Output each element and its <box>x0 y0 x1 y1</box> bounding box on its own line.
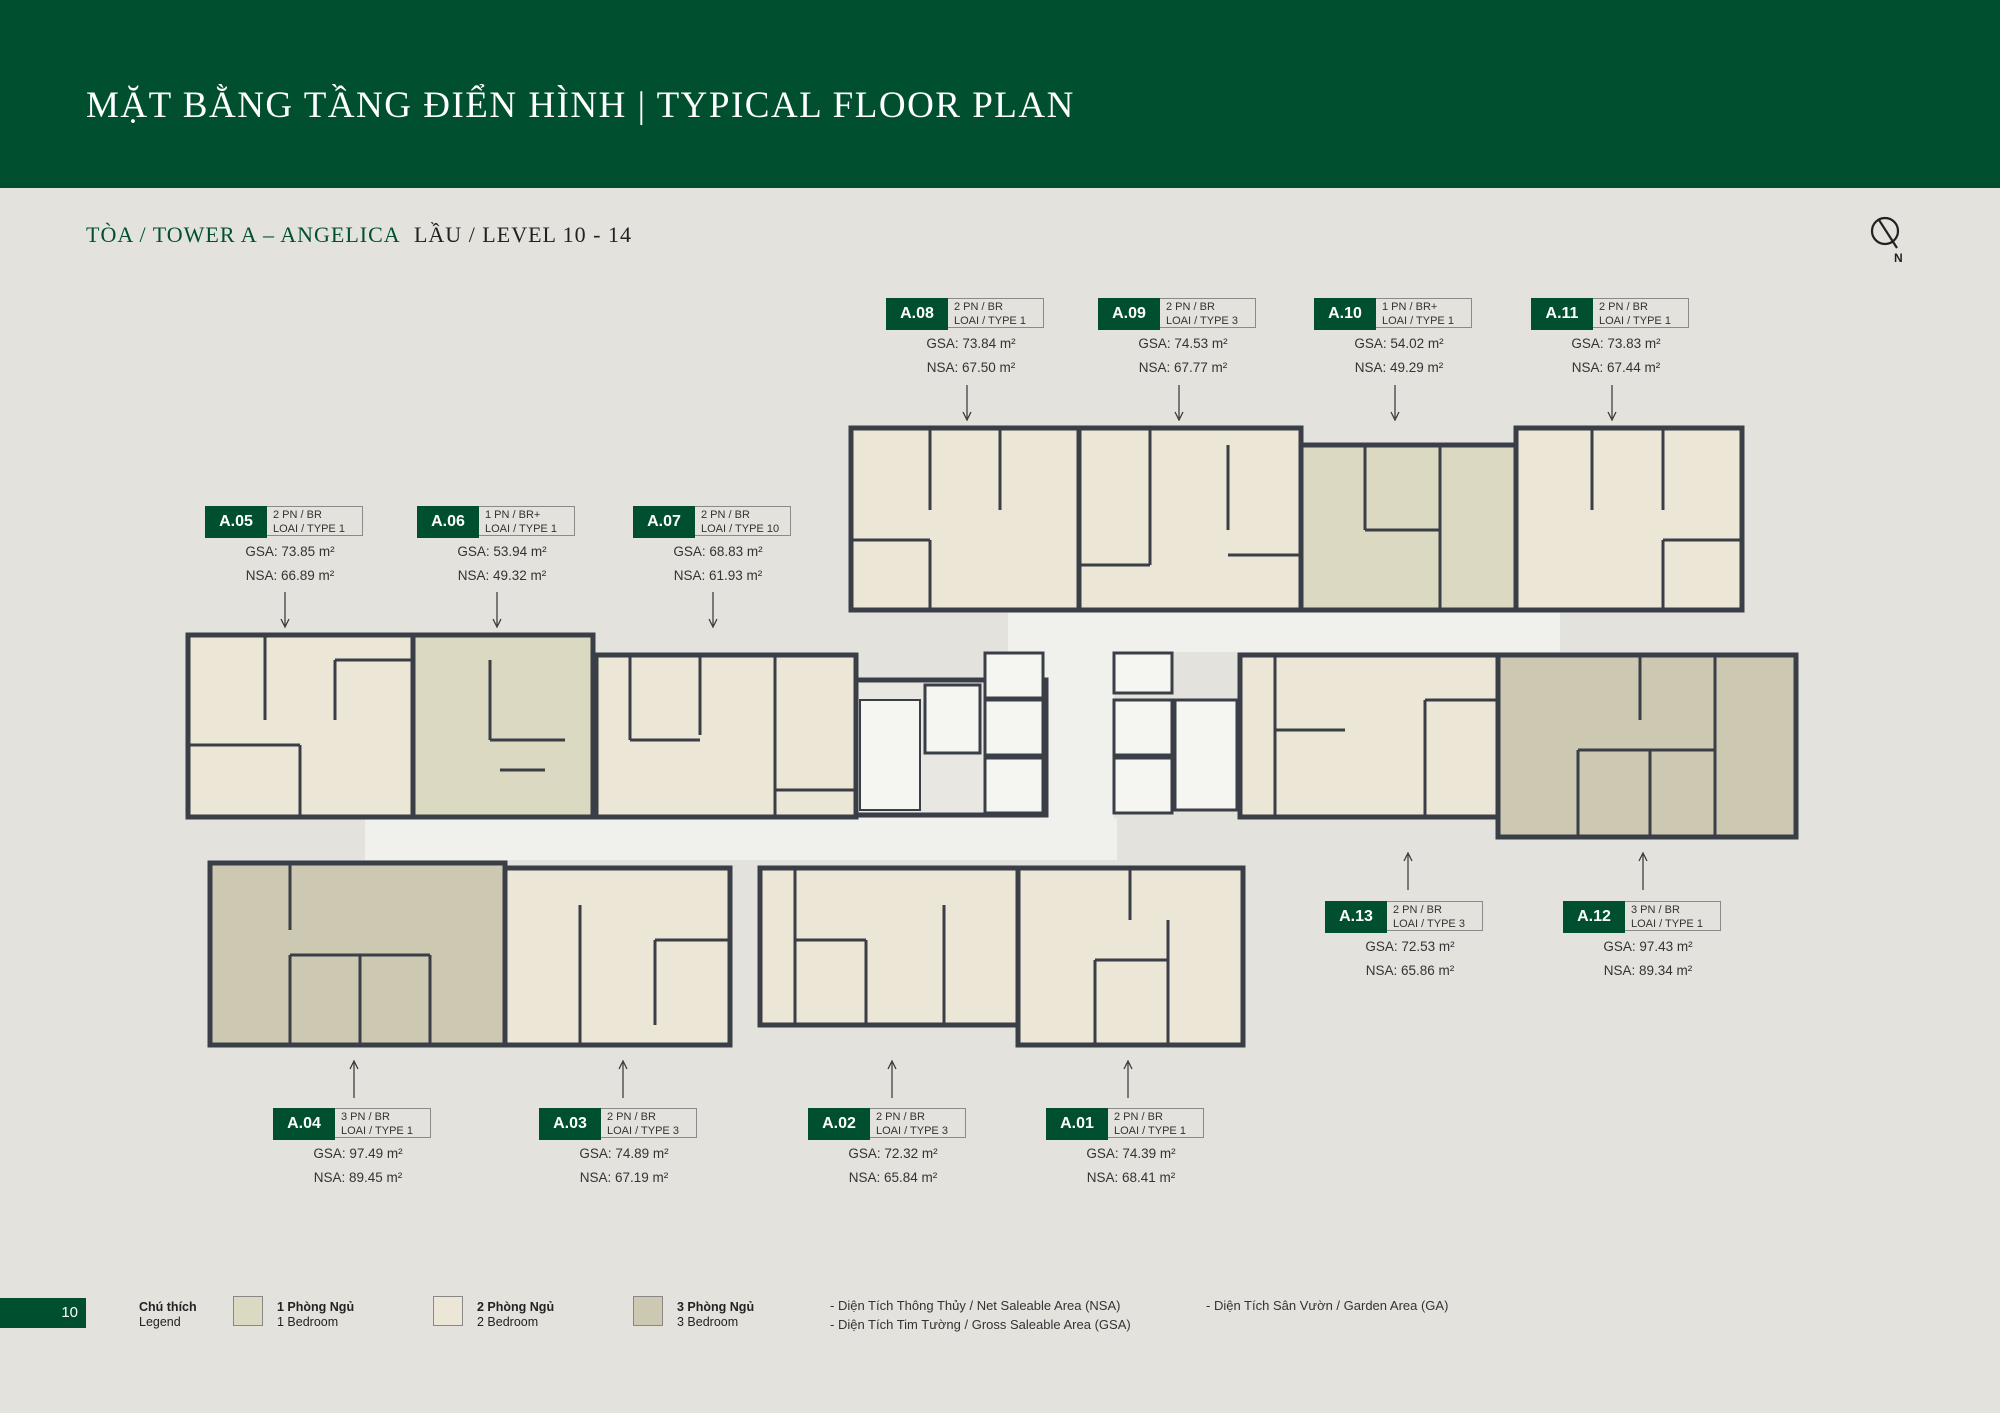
unit-gsa: GSA: 73.85 m² <box>245 544 335 559</box>
legend-swatch-1-bedroom <box>233 1296 263 1326</box>
unit-block-a08 <box>848 425 1082 613</box>
unit-code: A.02 <box>808 1108 870 1140</box>
unit-nsa: NSA: 67.44 m² <box>1571 360 1661 375</box>
unit-block-a03 <box>502 865 733 1048</box>
unit-gsa: GSA: 97.43 m² <box>1603 939 1693 954</box>
unit-type: 1 PN / BR+LOAI / TYPE 1 <box>1376 298 1472 328</box>
legend-title: Chú thích Legend <box>139 1300 197 1329</box>
unit-code: A.13 <box>1325 901 1387 933</box>
unit-block-a11 <box>1513 425 1745 613</box>
unit-gsa: GSA: 72.32 m² <box>848 1146 938 1161</box>
unit-code: A.11 <box>1531 298 1593 330</box>
unit-block-a04 <box>207 860 508 1048</box>
level-range: LẦU / LEVEL 10 - 14 <box>413 222 632 247</box>
unit-gsa: GSA: 74.53 m² <box>1138 336 1228 351</box>
unit-code: A.12 <box>1563 901 1625 933</box>
unit-code: A.09 <box>1098 298 1160 330</box>
unit-gsa: GSA: 54.02 m² <box>1354 336 1444 351</box>
page-number-bar <box>0 1298 86 1328</box>
page-number: 10 <box>61 1304 78 1321</box>
legend-swatch-3-bedroom <box>633 1296 663 1326</box>
unit-code: A.07 <box>633 506 695 538</box>
unit-gsa: GSA: 73.83 m² <box>1571 336 1661 351</box>
unit-block-a02 <box>757 865 1021 1028</box>
unit-gsa: GSA: 72.53 m² <box>1365 939 1455 954</box>
core-stairs-lifts <box>853 651 1239 818</box>
unit-leader-lines <box>280 385 1648 1098</box>
corridor-upper-right <box>1008 610 1560 652</box>
north-compass-icon: N <box>1870 216 1903 264</box>
legend-note-gsa: - Diện Tích Tim Tường / Gross Saleable A… <box>830 1317 1131 1332</box>
unit-nsa: NSA: 66.89 m² <box>245 568 335 583</box>
unit-nsa: NSA: 89.34 m² <box>1603 963 1693 978</box>
unit-gsa: GSA: 74.39 m² <box>1086 1146 1176 1161</box>
unit-code: A.08 <box>886 298 948 330</box>
unit-nsa: NSA: 65.84 m² <box>848 1170 938 1185</box>
unit-block-a01 <box>1015 865 1246 1048</box>
unit-code: A.04 <box>273 1108 335 1140</box>
unit-block-a09 <box>1076 425 1304 613</box>
unit-block-a12 <box>1495 652 1799 840</box>
unit-gsa: GSA: 97.49 m² <box>313 1146 403 1161</box>
unit-code: A.01 <box>1046 1108 1108 1140</box>
unit-type: 1 PN / BR+LOAI / TYPE 1 <box>479 506 575 536</box>
unit-code: A.03 <box>539 1108 601 1140</box>
unit-gsa: GSA: 53.94 m² <box>457 544 547 559</box>
legend-label-2-bedroom: 2 Phòng Ngủ 2 Bedroom <box>477 1300 555 1329</box>
unit-block-a10 <box>1298 442 1519 613</box>
unit-block-a05 <box>185 632 416 820</box>
unit-nsa: NSA: 49.32 m² <box>457 568 547 583</box>
unit-gsa: GSA: 68.83 m² <box>673 544 763 559</box>
unit-code: A.10 <box>1314 298 1376 330</box>
unit-block-a06 <box>410 632 596 820</box>
legend-note-ga: - Diện Tích Sân Vườn / Garden Area (GA) <box>1206 1298 1449 1313</box>
unit-code: A.06 <box>417 506 479 538</box>
plan-subtitle: TÒA / TOWER A – ANGELICA LẦU / LEVEL 10 … <box>86 222 632 248</box>
unit-code: A.05 <box>205 506 267 538</box>
unit-block-a13 <box>1237 652 1501 820</box>
unit-nsa: NSA: 65.86 m² <box>1365 963 1455 978</box>
unit-nsa: NSA: 67.19 m² <box>579 1170 669 1185</box>
legend-swatch-2-bedroom <box>433 1296 463 1326</box>
header-bar <box>0 0 2000 188</box>
page-title: MẶT BẰNG TẦNG ĐIỂN HÌNH | TYPICAL FLOOR … <box>86 85 1075 126</box>
unit-nsa: NSA: 61.93 m² <box>673 568 763 583</box>
tower-name: TÒA / TOWER A – ANGELICA <box>86 222 400 247</box>
unit-nsa: NSA: 68.41 m² <box>1086 1170 1176 1185</box>
legend-note-nsa: - Diện Tích Thông Thủy / Net Saleable Ar… <box>830 1298 1121 1313</box>
unit-block-a07 <box>593 652 859 820</box>
legend-label-1-bedroom: 1 Phòng Ngủ 1 Bedroom <box>277 1300 355 1329</box>
unit-nsa: NSA: 89.45 m² <box>313 1170 403 1185</box>
unit-nsa: NSA: 49.29 m² <box>1354 360 1444 375</box>
unit-gsa: GSA: 73.84 m² <box>926 336 1016 351</box>
north-label: N <box>1894 251 1903 264</box>
unit-gsa: GSA: 74.89 m² <box>579 1146 669 1161</box>
unit-nsa: NSA: 67.77 m² <box>1138 360 1228 375</box>
corridor-horizontal-lower <box>365 818 1117 860</box>
legend-label-3-bedroom: 3 Phòng Ngủ 3 Bedroom <box>677 1300 755 1329</box>
unit-nsa: NSA: 67.50 m² <box>926 360 1016 375</box>
